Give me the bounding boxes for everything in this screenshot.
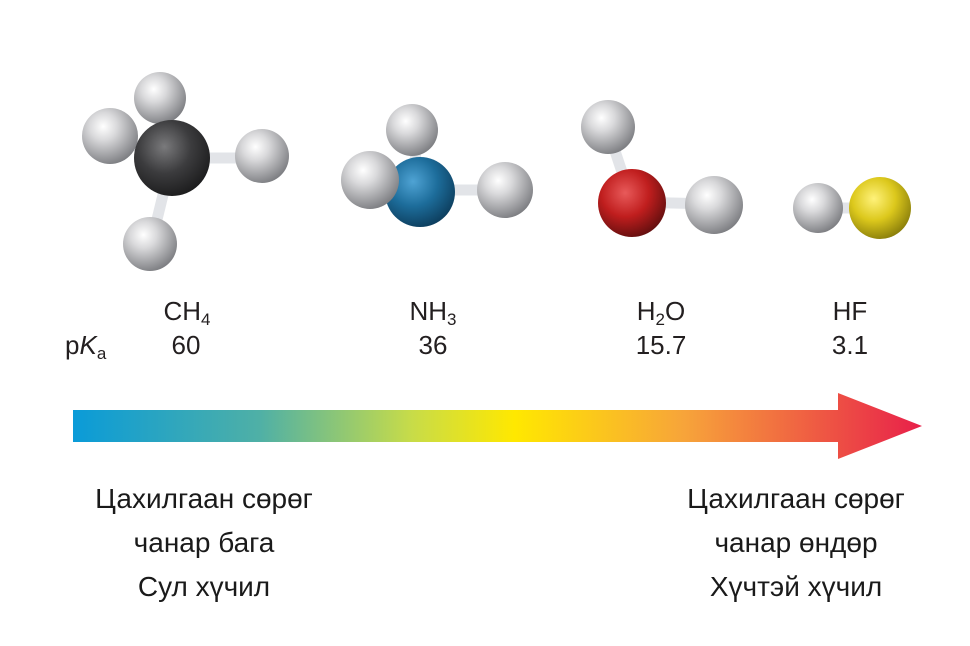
right-caption-line1: Цахилгаан сөрөг	[687, 483, 905, 514]
pka-value-h2o: 15.7	[635, 330, 687, 360]
fluorine-atom	[849, 177, 911, 239]
formula-ch4: CH4	[163, 296, 211, 329]
hydrogen-atom	[341, 151, 399, 209]
hydrogen-atom	[685, 176, 743, 234]
pka-value-ch4: 60	[171, 330, 201, 360]
hydrogen-atom	[386, 104, 438, 156]
carbon-atom	[134, 120, 210, 196]
right-caption: Цахилгаан сөрөг чанар өндөр Хүчтэй хүчил	[626, 477, 966, 609]
oxygen-atom	[598, 169, 666, 237]
hydrogen-atom	[235, 129, 289, 183]
hydrogen-atom	[123, 217, 177, 271]
water-molecule	[581, 100, 743, 237]
left-caption-line2: чанар бага	[133, 527, 275, 558]
hydrogen-atom	[793, 183, 843, 233]
methane-molecule	[82, 72, 289, 271]
acidity-arrow	[73, 393, 922, 459]
formula-nh3: NH3	[409, 296, 457, 329]
hydrogen-atom	[82, 108, 138, 164]
right-caption-line2: чанар өндөр	[714, 527, 878, 558]
right-caption-line3: Хүчтэй хүчил	[709, 571, 883, 602]
left-caption: Цахилгаан сөрөг чанар бага Сул хүчил	[34, 477, 374, 609]
hydrogen-atom	[477, 162, 533, 218]
pka-value-hf: 3.1	[831, 330, 869, 360]
formula-hf: HF	[832, 296, 868, 326]
nitrogen-atom	[385, 157, 455, 227]
left-caption-line3: Сул хүчил	[137, 571, 271, 602]
hydrogen-atom	[134, 72, 186, 124]
pka-value-nh3: 36	[418, 330, 448, 360]
pka-label: pKa	[65, 330, 107, 363]
formula-h2o: H2O	[636, 296, 686, 329]
left-caption-line1: Цахилгаан сөрөг	[95, 483, 313, 514]
hydrogen-fluoride-molecule	[793, 177, 911, 239]
hydrogen-atom	[581, 100, 635, 154]
ammonia-molecule	[341, 104, 533, 227]
